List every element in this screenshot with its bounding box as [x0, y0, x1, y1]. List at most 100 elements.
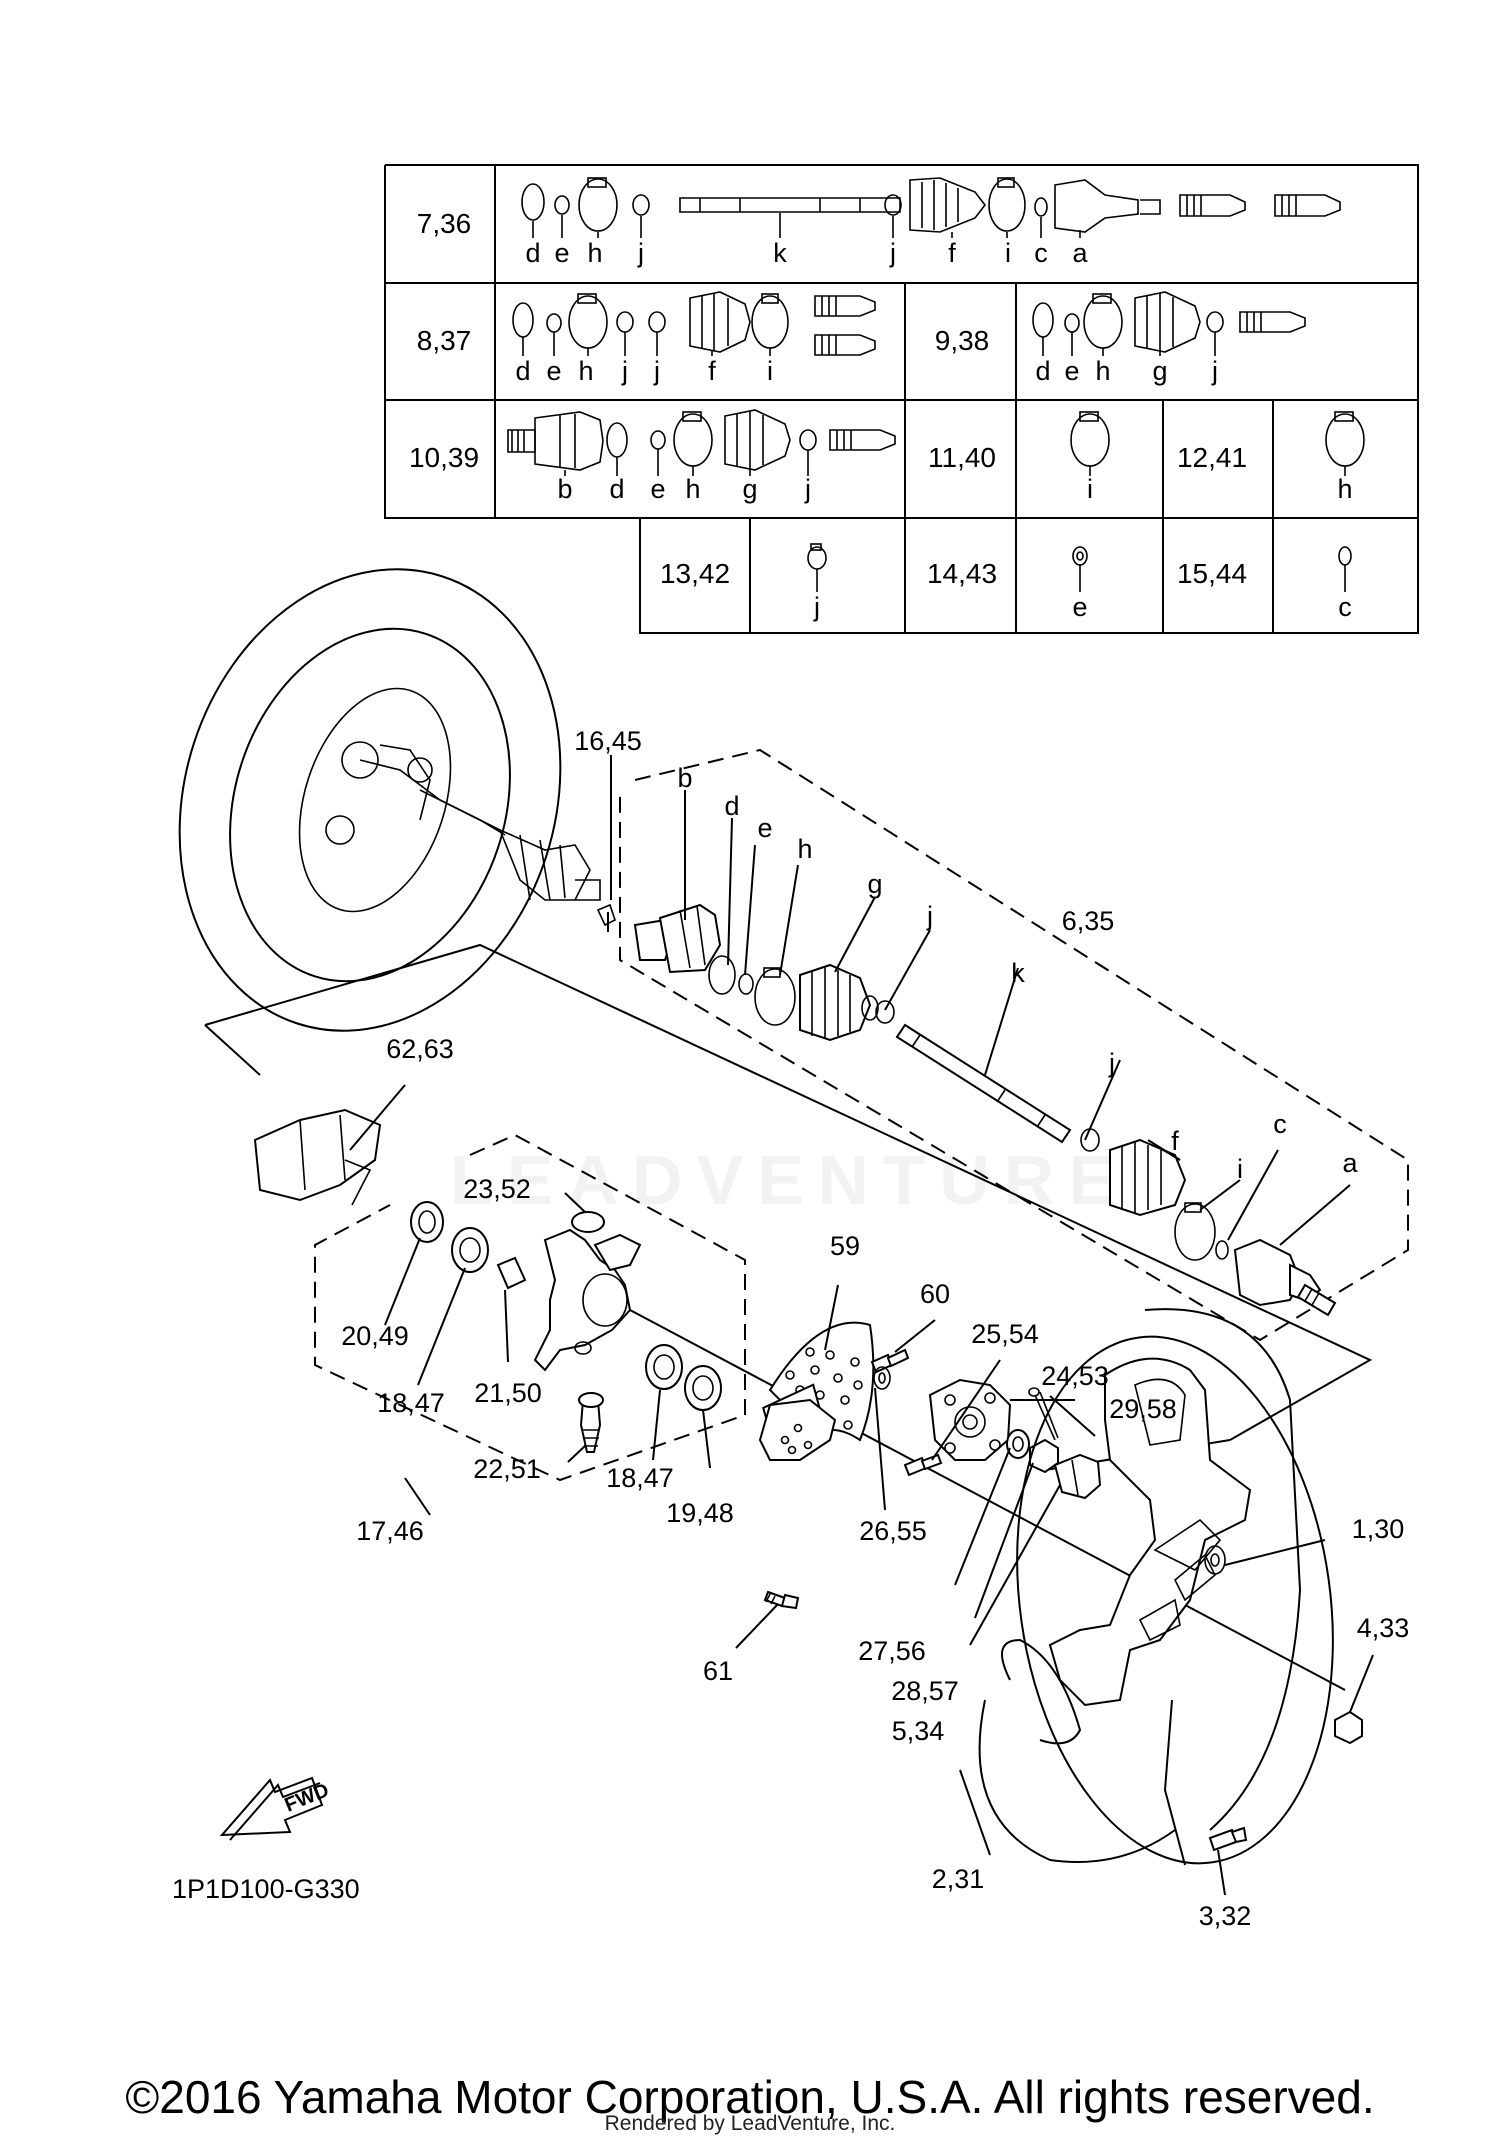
shaft-letter-d: d	[724, 791, 739, 821]
shaft-letter-b: b	[677, 763, 692, 793]
kit-ref-10-39: 10,39	[409, 442, 479, 473]
callout-26-55: 26,55	[859, 1516, 927, 1546]
kit-letter: e	[1064, 356, 1079, 386]
kit-letter: b	[557, 474, 572, 504]
callout-23-52: 23,52	[463, 1174, 531, 1204]
shaft-letter-j: j	[926, 901, 933, 931]
kit-ref-7-36: 7,36	[417, 208, 472, 239]
kit-letter: a	[1072, 238, 1088, 268]
callout-25-54: 25,54	[971, 1319, 1039, 1349]
callout-59: 59	[830, 1231, 860, 1261]
callout-1-30: 1,30	[1352, 1514, 1405, 1544]
shaft-letter-g: g	[867, 869, 882, 899]
shaft-letter-j: j	[1108, 1048, 1115, 1078]
shaft-letter-f: f	[1171, 1126, 1179, 1156]
kit-letter: k	[773, 238, 787, 268]
shaft-letter-labels: b d e h g j k j f i c a	[677, 763, 1358, 1184]
kit-letter: j	[889, 238, 896, 268]
callout-20-49: 20,49	[341, 1321, 409, 1351]
kit-row-7-36-parts: d e h j k j f i c a	[521, 177, 1341, 268]
drive-shaft-assembly	[596, 748, 1409, 1342]
kit-row-9-38-parts: d e h g j	[1032, 291, 1306, 386]
left-wheel-assembly	[178, 568, 601, 1032]
kit-letter: g	[742, 474, 757, 504]
knuckle-assembly	[253, 1108, 746, 1482]
kit-letter: j	[813, 592, 820, 622]
callout-3-32: 3,32	[1199, 1901, 1252, 1931]
kit-ref-11-40: 11,40	[928, 442, 996, 473]
leader-lines	[349, 755, 1374, 1896]
kit-ref-8-37: 8,37	[417, 325, 472, 356]
copyright-notice: ©2016 Yamaha Motor Corporation, U.S.A. A…	[125, 2071, 1375, 2123]
callout-21-50: 21,50	[474, 1378, 542, 1408]
kit-letter: e	[546, 356, 561, 386]
kit-letter: i	[1005, 238, 1011, 268]
render-credit: Rendered by LeadVenture, Inc.	[604, 2112, 896, 2135]
kit-letter: i	[767, 356, 773, 386]
leadventure-watermark: LEADVENTURE	[450, 1141, 1130, 1219]
callout-24-53: 24,53	[1041, 1361, 1109, 1391]
callout-5-34: 5,34	[892, 1716, 945, 1746]
kit-letter: e	[650, 474, 665, 504]
kit-letter: h	[587, 238, 602, 268]
kit-ref-12-41: 12,41	[1177, 442, 1247, 473]
shaft-letter-h: h	[797, 834, 812, 864]
kit-letter: d	[515, 356, 530, 386]
right-wheel-assembly	[978, 1308, 1363, 1865]
kit-letter: d	[609, 474, 624, 504]
callout-22-51: 22,51	[473, 1454, 541, 1484]
shaft-letter-e: e	[757, 813, 772, 843]
kit-letter: h	[1095, 356, 1110, 386]
kit-letter: h	[1337, 474, 1352, 504]
callout-4-33: 4,33	[1357, 1613, 1410, 1643]
kit-letter: h	[685, 474, 700, 504]
kit-letter: d	[525, 238, 540, 268]
kit-letter: h	[578, 356, 593, 386]
fwd-arrow: FWD	[219, 1776, 332, 1841]
kit-letter: f	[948, 238, 956, 268]
kit-letter: g	[1152, 356, 1167, 386]
callout-61: 61	[703, 1656, 733, 1686]
axle-center-line	[629, 1309, 1346, 1691]
shaft-letter-a: a	[1342, 1148, 1358, 1178]
kit-letter: j	[621, 356, 628, 386]
kit-letter: j	[804, 474, 811, 504]
kit-letter: e	[1072, 592, 1087, 622]
kit-letter: i	[1087, 474, 1093, 504]
callout-labels: 16,45 6,35 62,63 23,52 20,49 18,47 21,50…	[341, 726, 1409, 1931]
callout-18-47: 18,47	[606, 1463, 674, 1493]
shaft-letter-i: i	[1237, 1154, 1243, 1184]
kit-letter: c	[1034, 238, 1048, 268]
kit-letter: d	[1035, 356, 1050, 386]
kit-letter: j	[637, 238, 644, 268]
callout-17-46: 17,46	[356, 1516, 424, 1546]
callout-19-48: 19,48	[666, 1498, 734, 1528]
kit-letter: f	[708, 356, 716, 386]
callout-60: 60	[920, 1279, 950, 1309]
kit-ref-15-44: 15,44	[1177, 558, 1247, 589]
kit-letter: c	[1338, 592, 1352, 622]
kit-row-8-37-parts: d e h j j f i	[512, 291, 876, 386]
kit-ref-14-43: 14,43	[927, 558, 997, 589]
callout-16-45: 16,45	[574, 726, 642, 756]
kit-ref-9-38: 9,38	[935, 325, 990, 356]
callout-28-57: 28,57	[891, 1676, 959, 1706]
kit-ref-13-42: 13,42	[660, 558, 730, 589]
kit-single-items: i h j e c	[807, 411, 1365, 622]
kit-letter: j	[653, 356, 660, 386]
callout-29-58: 29,58	[1109, 1394, 1177, 1424]
kit-letter: e	[554, 238, 569, 268]
kit-table: 7,36 8,37 9,38 10,39 11,40 12,41 13,42 1…	[384, 164, 1419, 634]
brake-and-hub	[758, 1321, 1102, 1610]
callout-27-56: 27,56	[858, 1636, 926, 1666]
shaft-letter-c: c	[1273, 1109, 1287, 1139]
callout-6-35: 6,35	[1062, 906, 1115, 936]
shaft-letter-k: k	[1011, 958, 1025, 988]
kit-letter: j	[1211, 356, 1218, 386]
diagram-code: 1P1D100-G330	[172, 1874, 360, 1904]
callout-62-63: 62,63	[386, 1034, 454, 1064]
callout-2-31: 2,31	[932, 1864, 985, 1894]
kit-row-10-39-parts: b d e h g j	[507, 409, 896, 504]
callout-18-47: 18,47	[377, 1388, 445, 1418]
